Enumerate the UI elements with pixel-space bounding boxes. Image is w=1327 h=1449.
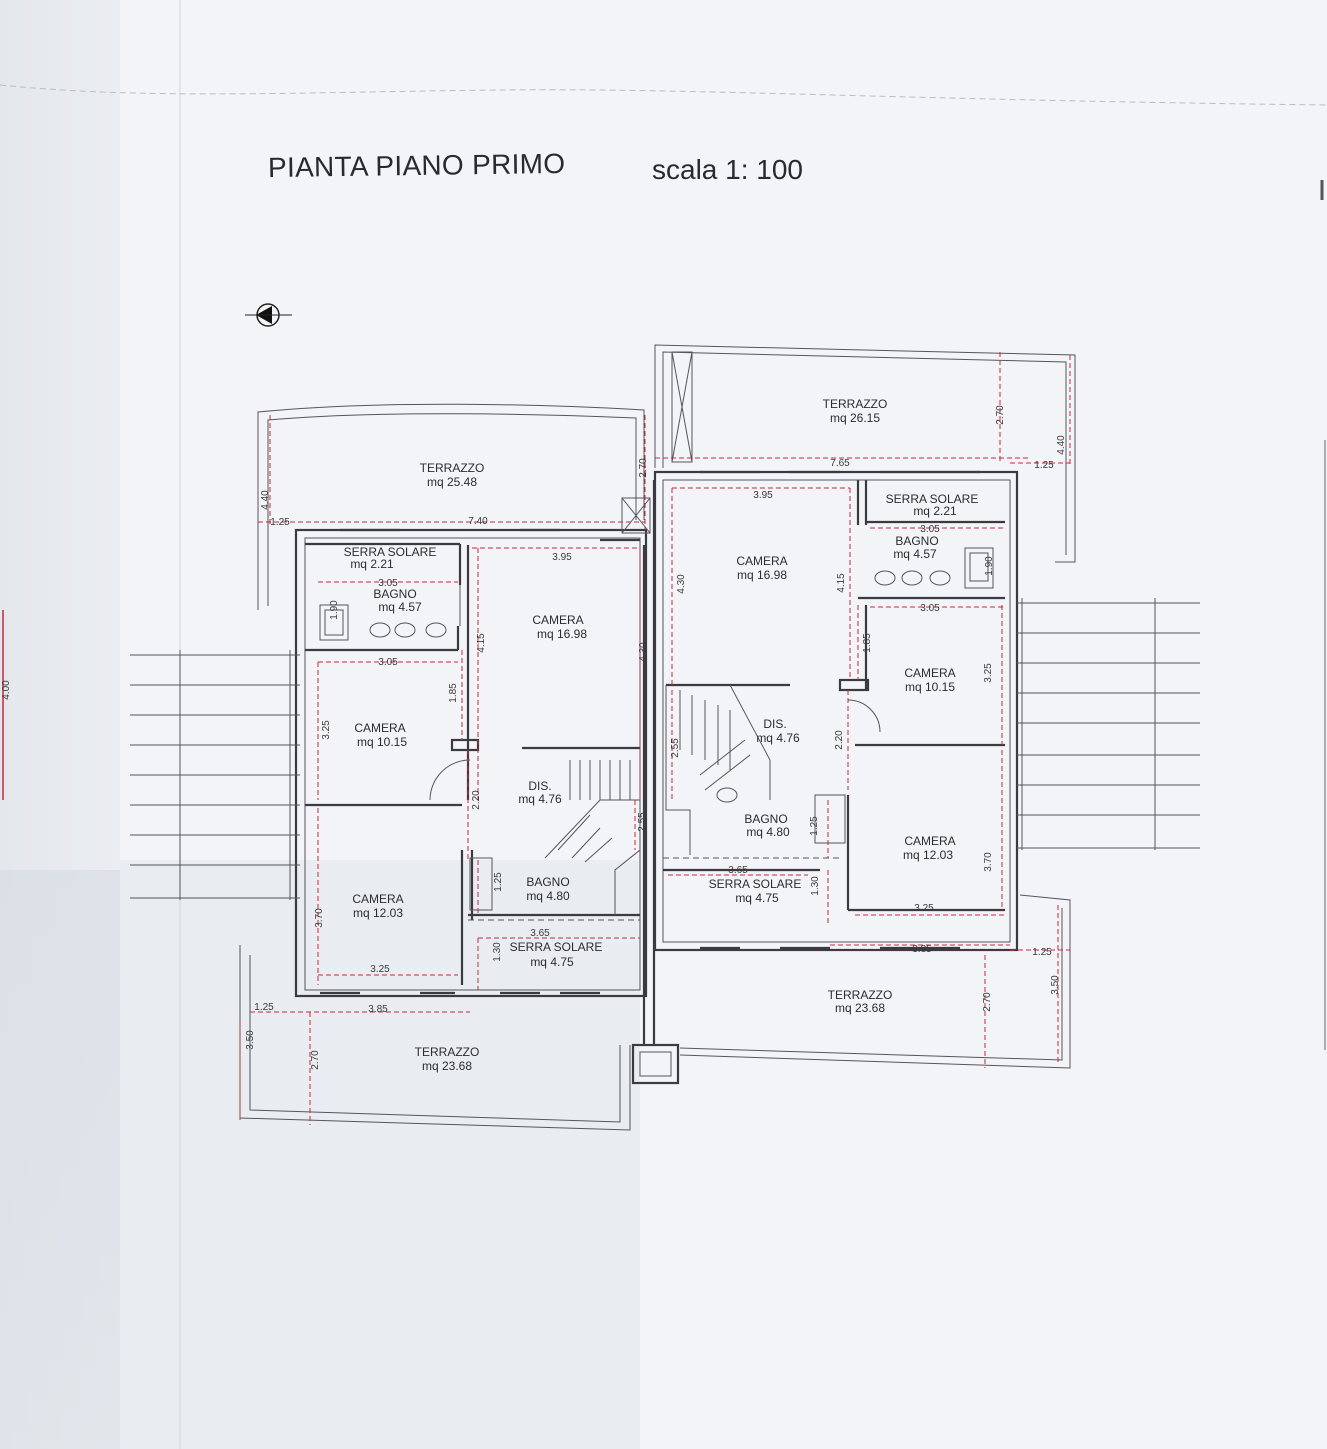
left-camera-low-name: CAMERA xyxy=(352,892,403,906)
dim-4-30-right: 4.30 xyxy=(676,574,687,594)
left-bagno-top-name: BAGNO xyxy=(373,587,416,601)
left-camera-low-area: mq 12.03 xyxy=(353,906,403,920)
dim-3-85-right: 3.85 xyxy=(912,944,932,955)
left-serra-low-area: mq 4.75 xyxy=(530,955,574,969)
dim-4-30-left: 4.30 xyxy=(638,642,649,662)
left-camera-mid-area: mq 10.15 xyxy=(357,735,407,749)
right-camera-low-area: mq 12.03 xyxy=(903,848,953,862)
dim-3-70-left: 3.70 xyxy=(314,908,325,928)
dim-3-50-right: 3.50 xyxy=(1050,975,1061,995)
right-serra-low-area: mq 4.75 xyxy=(735,891,779,905)
dim-4-00-edge: 4.00 xyxy=(1,680,12,700)
right-camera-large-area: mq 16.98 xyxy=(737,568,787,582)
right-dis-area: mq 4.76 xyxy=(756,731,800,745)
right-serra-top-name: SERRA SOLARE xyxy=(886,492,979,506)
left-terrazzo-top-name: TERRAZZO xyxy=(420,461,485,475)
left-unit-walls xyxy=(130,403,680,1131)
dim-4-15-right: 4.15 xyxy=(836,573,847,593)
left-bagno-top-area: mq 4.57 xyxy=(378,600,422,614)
right-camera-low-name: CAMERA xyxy=(904,834,955,848)
left-terrazzo-low-area: mq 23.68 xyxy=(422,1059,472,1073)
dim-2-70-right-low: 2.70 xyxy=(982,992,993,1012)
dim-3-95-left: 3.95 xyxy=(552,552,572,563)
right-bagno-mid-name: BAGNO xyxy=(744,812,787,826)
right-unit-walls xyxy=(653,344,1200,1069)
dim-3-05-right-b: 3.05 xyxy=(920,603,940,614)
right-bagno-top-name: BAGNO xyxy=(895,534,938,548)
left-dis-name: DIS. xyxy=(528,779,551,793)
dim-3-95-right: 3.95 xyxy=(753,490,773,501)
dim-3-05-right-a: 3.05 xyxy=(920,524,940,535)
right-terrazzo-top-name: TERRAZZO xyxy=(823,397,888,411)
dim-1-25-bagno-left: 1.25 xyxy=(493,872,504,892)
dim-3-25-left: 3.25 xyxy=(321,720,332,740)
left-unit-labels: TERRAZZO mq 25.48 SERRA SOLARE mq 2.21 B… xyxy=(344,461,603,1073)
dim-2-55-left: 2.55 xyxy=(637,812,648,832)
right-unit-dimension-lines xyxy=(655,352,1071,1068)
dim-1-85-right: 1.85 xyxy=(862,633,873,653)
dim-4-40-right: 4.40 xyxy=(1056,435,1067,455)
dim-1-90-left: 1.90 xyxy=(329,600,340,620)
dim-4-40-left: 4.40 xyxy=(260,490,271,510)
dim-1-30-left: 1.30 xyxy=(492,942,503,962)
dim-7-40: 7.40 xyxy=(468,516,488,527)
right-unit-labels: TERRAZZO mq 26.15 SERRA SOLARE mq 2.21 B… xyxy=(709,397,979,1015)
left-camera-mid-name: CAMERA xyxy=(354,721,405,735)
dim-2-20-right: 2.20 xyxy=(834,730,845,750)
right-serra-low-name: SERRA SOLARE xyxy=(709,877,802,891)
dim-3-65-right: 3.65 xyxy=(728,865,748,876)
dim-3-65-left: 3.65 xyxy=(530,928,550,939)
left-camera-large-area: mq 16.98 xyxy=(537,627,587,641)
scale-label: scala 1: 100 xyxy=(652,154,803,185)
right-camera-mid-name: CAMERA xyxy=(904,666,955,680)
right-bagno-mid-area: mq 4.80 xyxy=(746,825,790,839)
right-serra-top-area: mq 2.21 xyxy=(913,504,957,518)
left-bagno-mid-area: mq 4.80 xyxy=(526,889,570,903)
dim-2-70-left-low: 2.70 xyxy=(310,1050,321,1070)
dim-1-25-left-low: 1.25 xyxy=(254,1002,274,1013)
left-bagno-mid-name: BAGNO xyxy=(526,875,569,889)
dim-3-70-right: 3.70 xyxy=(983,852,994,872)
left-terrazzo-top-area: mq 25.48 xyxy=(427,475,477,489)
dim-1-85-left: 1.85 xyxy=(448,683,459,703)
dim-1-25-bagno-right: 1.25 xyxy=(809,816,820,836)
right-camera-large-name: CAMERA xyxy=(736,554,787,568)
dim-3-25-right: 3.25 xyxy=(983,663,994,683)
dim-2-20-left: 2.20 xyxy=(471,790,482,810)
dim-2-70-right-top: 2.70 xyxy=(995,405,1006,425)
dim-1-25-left: 1.25 xyxy=(270,517,290,528)
left-unit-dimension-lines xyxy=(239,415,646,1125)
dimension-labels: 4.40 1.25 7.40 2.70 3.95 3.05 3.05 4.15 … xyxy=(1,405,1067,1070)
dim-3-25-left-low: 3.25 xyxy=(370,964,390,975)
dim-2-55-right: 2.55 xyxy=(670,738,681,758)
right-terrazzo-top-area: mq 26.15 xyxy=(830,411,880,425)
dim-7-65: 7.65 xyxy=(830,458,850,469)
dim-3-50-left: 3.50 xyxy=(245,1030,256,1050)
dim-1-90-right: 1.90 xyxy=(984,556,995,576)
dim-2-70-left-top: 2.70 xyxy=(638,458,649,478)
right-terrazzo-low-name: TERRAZZO xyxy=(828,988,893,1002)
dim-1-25-right-low: 1.25 xyxy=(1032,947,1052,958)
left-terrazzo-low-name: TERRAZZO xyxy=(415,1045,480,1059)
right-dis-name: DIS. xyxy=(763,717,786,731)
right-camera-mid-area: mq 10.15 xyxy=(905,680,955,694)
dim-4-15-left: 4.15 xyxy=(476,633,487,653)
left-camera-large-name: CAMERA xyxy=(532,613,583,627)
dim-3-85-left: 3.85 xyxy=(368,1004,388,1015)
right-terrazzo-low-area: mq 23.68 xyxy=(835,1001,885,1015)
dim-3-05-left-b: 3.05 xyxy=(378,657,398,668)
dim-3-25-right-low: 3.25 xyxy=(914,903,934,914)
dim-1-25-right: 1.25 xyxy=(1034,460,1054,471)
dim-1-30-right: 1.30 xyxy=(810,876,821,896)
dim-3-05-left-a: 3.05 xyxy=(378,578,398,589)
left-serra-low-name: SERRA SOLARE xyxy=(510,940,603,954)
left-serra-top-name: SERRA SOLARE xyxy=(344,545,437,559)
right-bagno-top-area: mq 4.57 xyxy=(893,547,937,561)
north-arrow-icon xyxy=(245,303,292,327)
left-dis-area: mq 4.76 xyxy=(518,792,562,806)
left-serra-top-area: mq 2.21 xyxy=(350,557,394,571)
